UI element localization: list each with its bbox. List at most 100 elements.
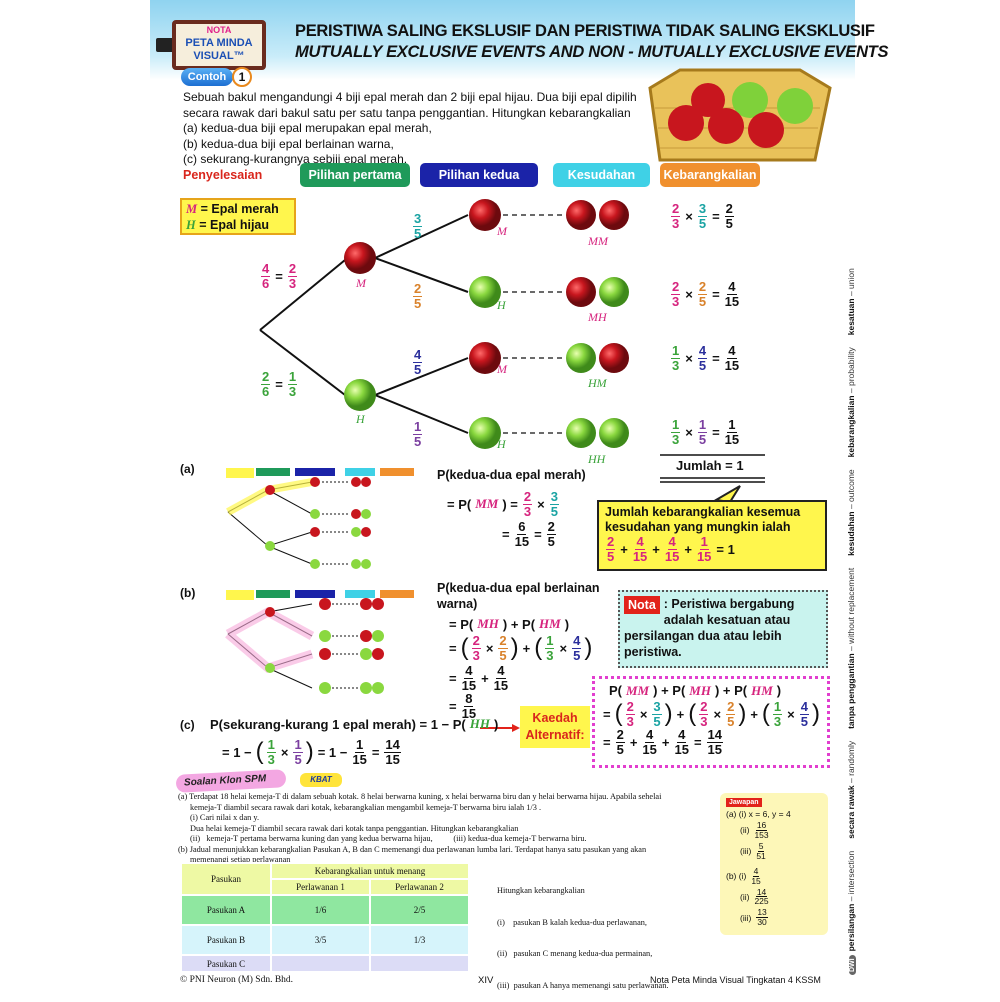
operator: =: [371, 744, 380, 760]
denominator: 5: [653, 713, 661, 729]
operator: ×: [787, 706, 795, 722]
parenthesis: (: [688, 700, 697, 728]
denominator: 5: [800, 713, 808, 729]
event-label: HM: [539, 616, 561, 631]
event-label: MM: [475, 496, 499, 512]
numerator: 14: [755, 886, 768, 898]
operator: =: [449, 670, 457, 686]
operator: = P(: [447, 496, 472, 512]
numerator: 2: [498, 633, 508, 649]
problem-line: Sebuah bakul mengandungi 4 biji epal mer…: [183, 90, 637, 120]
operator: +: [481, 670, 489, 686]
operator: = 1 −: [222, 744, 252, 760]
note-tag: Nota: [624, 596, 660, 614]
numerator: 1: [697, 417, 708, 433]
alternative-method-label: Kaedah Alternatif:: [520, 706, 590, 748]
denominator: 15: [751, 875, 761, 886]
numerator: 1: [772, 699, 783, 715]
denominator: 15: [696, 548, 712, 564]
glossary-english: – intersection: [846, 850, 856, 904]
outcome-label: MM: [588, 234, 608, 248]
numerator: 14: [384, 737, 401, 753]
operator: ): [494, 716, 499, 732]
numerator: 3: [697, 201, 708, 217]
table-cell: 3/5: [270, 924, 371, 956]
denominator: 30: [757, 917, 767, 928]
answer-key: (ii): [740, 891, 750, 902]
denominator: 5: [414, 225, 422, 241]
operator: +: [620, 541, 628, 557]
denominator: 5: [547, 533, 555, 549]
outcome-label: MH: [588, 310, 607, 324]
numerator: 1: [671, 343, 681, 359]
question-line: (b) Jadual menunjukkan kebarangkalian Pa…: [178, 844, 647, 854]
question-line: (ii) pasukan C menang kedua-dua permaina…: [497, 949, 653, 958]
table-cell: [369, 954, 470, 973]
node-label: M: [356, 276, 366, 290]
legend-h-text: = Epal hijau: [195, 218, 270, 232]
numerator: 2: [699, 699, 709, 715]
question-line: kemeja-T diambil secara rawak dari kotak…: [190, 802, 542, 812]
denominator: 3: [288, 275, 297, 291]
numerator: 1: [727, 417, 737, 433]
part-b-step: = P(MH) + P(HM): [447, 616, 571, 632]
parenthesis: (: [614, 700, 623, 728]
example-number: 1: [232, 67, 252, 87]
numerator: 4: [645, 727, 655, 743]
numerator: 2: [287, 261, 298, 277]
operator: =: [693, 734, 702, 750]
operator: ×: [537, 496, 545, 512]
denominator: 5: [727, 713, 735, 729]
kbat-badge: KBAT: [300, 773, 342, 787]
denominator: 15: [724, 293, 740, 309]
question-line: (iii) pasukan A hanya memenangi satu per…: [497, 980, 669, 990]
denominator: 5: [294, 751, 302, 767]
logo-line: PETA MINDA: [185, 37, 253, 49]
answer-key: (b) (i): [726, 871, 747, 882]
denominator: 5: [607, 548, 615, 564]
table-cell: 2/5: [369, 894, 470, 926]
numerator: 4: [413, 347, 423, 363]
denominator: 5: [550, 503, 558, 519]
numerator: 2: [625, 699, 635, 715]
numerator: 1: [545, 633, 555, 649]
apple-icons: [344, 199, 629, 449]
operator: = P(: [449, 616, 474, 632]
parenthesis: ): [664, 700, 673, 728]
operator: ×: [685, 424, 693, 440]
operator: ×: [639, 706, 648, 722]
part-c-step: P(sekurang-kurang 1 epal merah) = 1 − P(…: [208, 716, 500, 732]
operator: +: [676, 706, 685, 722]
column-second-choice: Pilihan kedua: [420, 163, 538, 187]
kaedah-line: Kaedah: [532, 711, 578, 725]
denominator: 15: [461, 677, 477, 693]
denominator: 3: [267, 751, 275, 767]
numerator: 1: [293, 737, 303, 753]
event-label: MH: [477, 616, 499, 631]
operator: ) + P(: [502, 616, 536, 632]
total-probability-callout: Jumlah kebarangkalian kesemua kesudahan …: [597, 500, 827, 571]
numerator: 4: [496, 663, 506, 679]
numerator: 2: [615, 727, 625, 743]
